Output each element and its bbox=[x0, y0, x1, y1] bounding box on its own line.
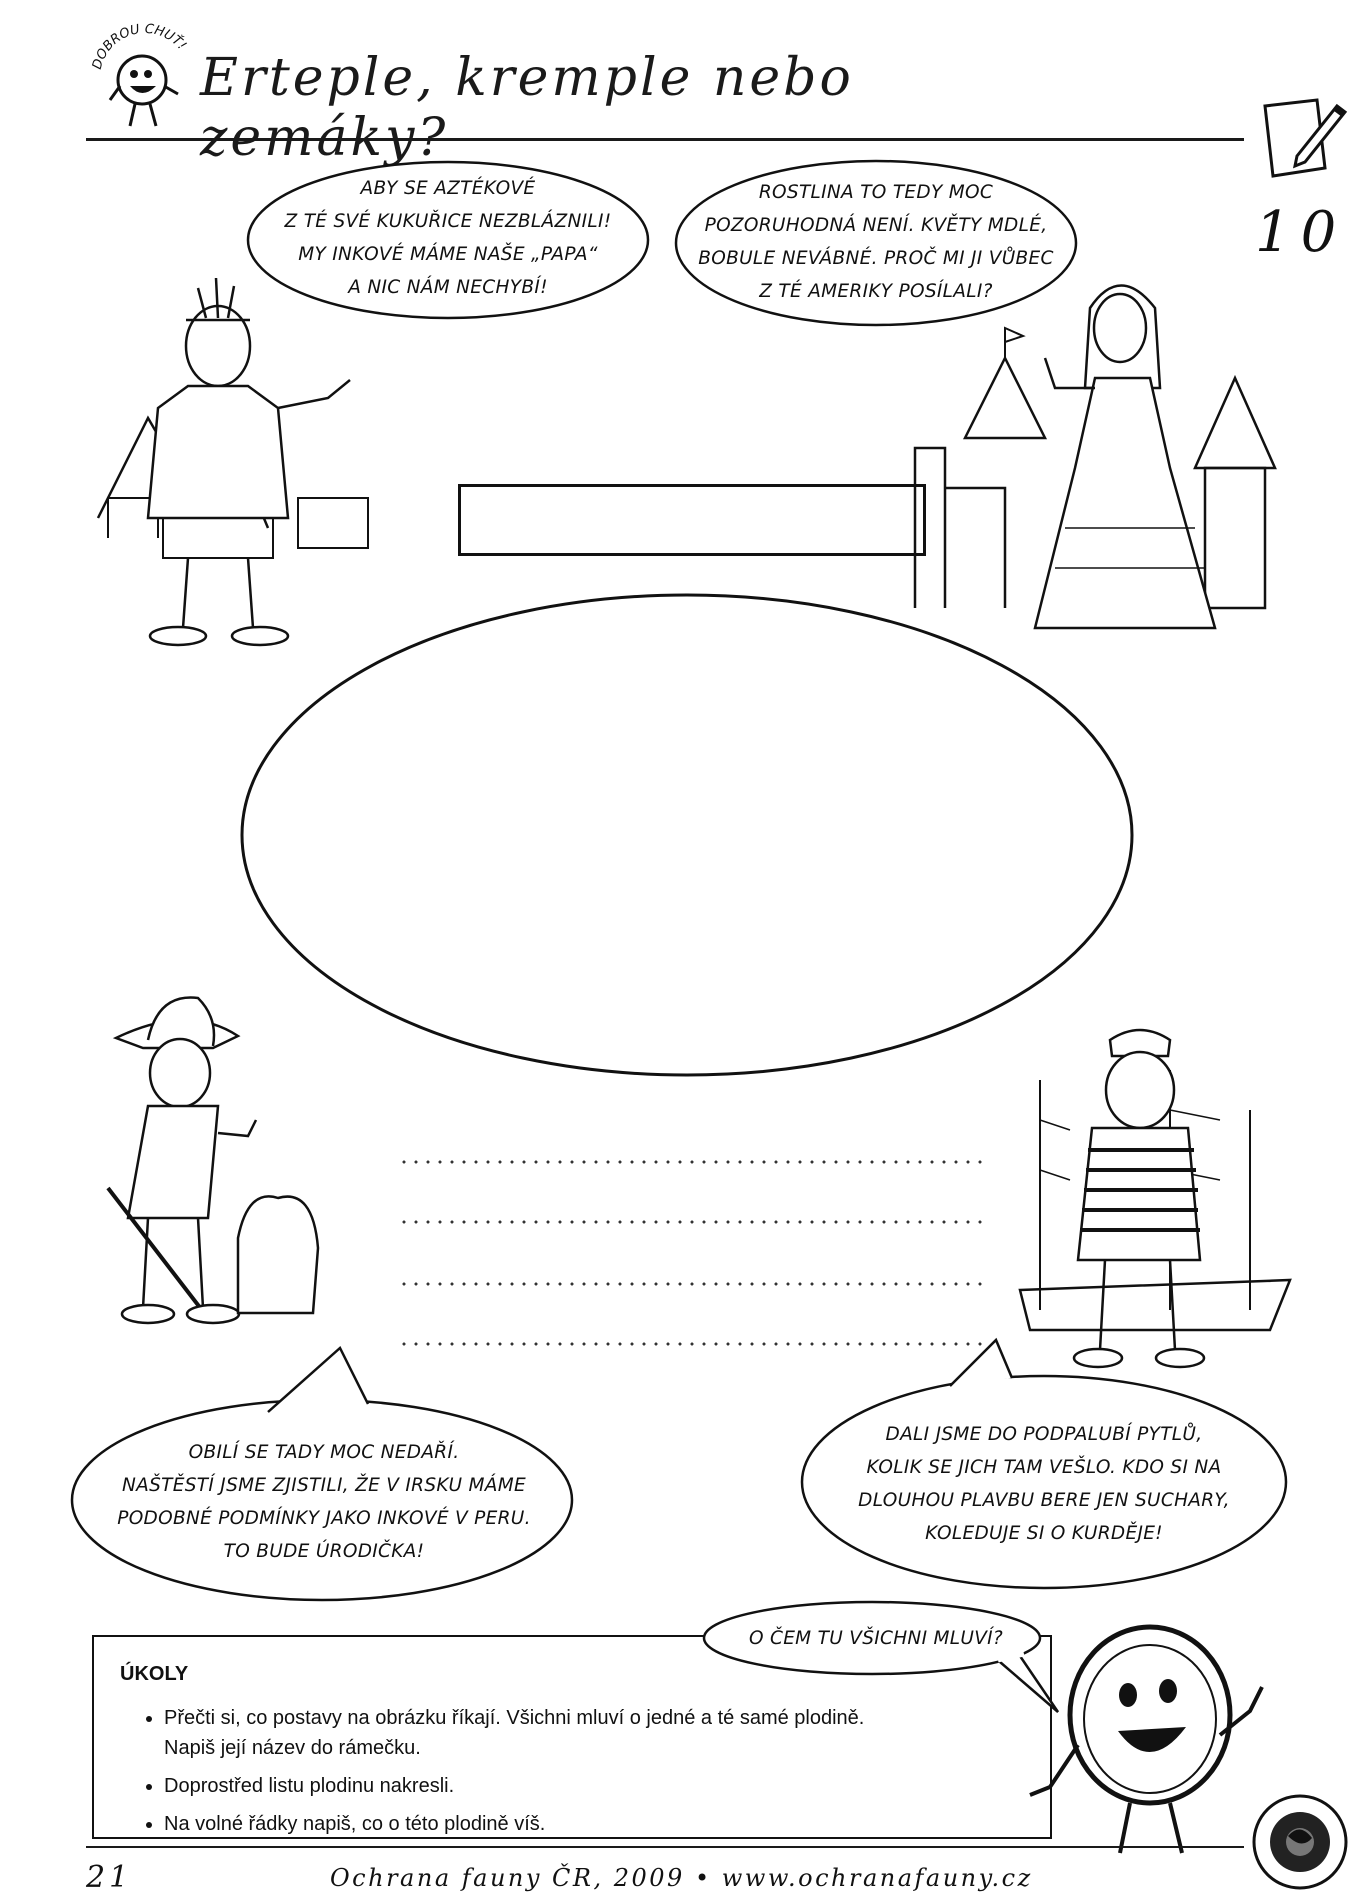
farmer-line-2: NAŠTĚSTÍ JSME ZJISTILI, ŽE V IRSKU MÁME bbox=[122, 1475, 526, 1496]
ochrana-fauny-stamp bbox=[1252, 1794, 1348, 1890]
task-1-line-2: Napiš její název do rámečku. bbox=[164, 1737, 421, 1759]
sailor-line-3: DLOUHOU PLAVBU BERE JEN SUCHARY, bbox=[858, 1490, 1230, 1511]
farmer-line-3: PODOBNÉ PODMÍNKY JAKO INKOVÉ V PERU. bbox=[117, 1508, 531, 1529]
task-3-line-1: Na volné řádky napiš, co o této plodině … bbox=[164, 1813, 546, 1835]
farmer-speech: OBILÍ SE TADY MOC NEDAŘÍ. NAŠTĚSTÍ JSME … bbox=[84, 1436, 564, 1568]
inca-line-2: Z TÉ SVÉ KUKUŘICE NEZBLÁZNILI! bbox=[284, 211, 612, 232]
inca-speech: ABY SE AZTÉKOVÉ Z TÉ SVÉ KUKUŘICE NEZBLÁ… bbox=[248, 172, 648, 304]
speech-bubble-sailor bbox=[800, 1337, 1288, 1590]
tasks-list: Přečti si, co postavy na obrázku říkají.… bbox=[134, 1703, 1024, 1847]
speech-bubble-inca bbox=[246, 160, 650, 320]
farmer-line-4: TO BUDE ÚRODIČKA! bbox=[223, 1541, 425, 1562]
task-2-line-1: Doprostřed listu plodinu nakresli. bbox=[164, 1775, 455, 1797]
worksheet-number: 10 bbox=[1255, 200, 1347, 265]
farmer-line-1: OBILÍ SE TADY MOC NEDAŘÍ. bbox=[188, 1442, 460, 1463]
task-item: Přečti si, co postavy na obrázku říkají.… bbox=[164, 1703, 1024, 1763]
footer-credit: Ochrana fauny ČR, 2009 • www.ochranafaun… bbox=[330, 1864, 1033, 1892]
speech-bubble-mascot bbox=[702, 1600, 1060, 1713]
potato-mascot-illustration bbox=[1029, 1624, 1264, 1854]
page-title: Erteple, kremple nebo zemáky? bbox=[200, 48, 854, 168]
queen-line-1: ROSTLINA TO TEDY MOC bbox=[758, 182, 994, 203]
writing-line-2[interactable] bbox=[398, 1220, 990, 1224]
inca-line-3: MY INKOVÉ MÁME NAŠE „PAPA“ bbox=[298, 244, 598, 265]
pencil-paper-icon bbox=[1263, 98, 1348, 178]
tasks-heading: ÚKOLY bbox=[120, 1663, 189, 1685]
queen-line-2: POZORUHODNÁ NENÍ. KVĚTY MDLÉ, bbox=[704, 215, 1048, 236]
sailor-line-1: DALI JSME DO PODPALUBÍ PYTLŮ, bbox=[885, 1424, 1203, 1445]
sailor-line-4: KOLEDUJE SI O KURDĚJE! bbox=[925, 1523, 1163, 1544]
speech-bubble-queen bbox=[674, 159, 1078, 327]
inca-illustration bbox=[96, 277, 369, 647]
sailor-ship-illustration bbox=[1018, 1028, 1292, 1369]
queen-line-3: BOBULE NEVÁBNÉ. PROČ MI JI VŮBEC bbox=[698, 248, 1054, 269]
inca-line-1: ABY SE AZTÉKOVÉ bbox=[360, 178, 536, 199]
writing-line-4[interactable] bbox=[398, 1342, 990, 1346]
crop-name-box[interactable] bbox=[458, 484, 926, 556]
sailor-line-2: KOLIK SE JICH TAM VEŠLO. KDO SI NA bbox=[866, 1457, 1222, 1478]
task-item: Na volné řádky napiš, co o této plodině … bbox=[164, 1809, 1024, 1839]
sailor-speech: DALI JSME DO PODPALUBÍ PYTLŮ, KOLIK SE J… bbox=[812, 1418, 1276, 1550]
farmer-illustration bbox=[106, 996, 320, 1325]
header-rule bbox=[86, 138, 1244, 141]
queen-line-4: Z TÉ AMERIKY POSÍLALI? bbox=[759, 281, 993, 302]
writing-line-1[interactable] bbox=[398, 1160, 990, 1164]
footer-rule bbox=[86, 1846, 1244, 1848]
queen-speech: ROSTLINA TO TEDY MOC POZORUHODNÁ NENÍ. K… bbox=[670, 176, 1082, 308]
task-1-line-1: Přečti si, co postavy na obrázku říkají.… bbox=[164, 1707, 865, 1729]
dobrou-chut-logo: DOBROU CHUŤ! bbox=[90, 22, 189, 127]
mascot-speech: O ČEM TU VŠICHNI MLUVÍ? bbox=[748, 1628, 1004, 1649]
inca-line-4: A NIC NÁM NECHYBÍ! bbox=[348, 277, 548, 298]
writing-line-3[interactable] bbox=[398, 1282, 990, 1286]
page-number: 21 bbox=[86, 1860, 133, 1895]
tasks-box: ÚKOLY Přečti si, co postavy na obrázku ř… bbox=[92, 1635, 1052, 1839]
drawing-area-oval[interactable] bbox=[238, 590, 1138, 1090]
speech-bubble-farmer bbox=[70, 1345, 574, 1602]
task-item: Doprostřed listu plodinu nakresli. bbox=[164, 1771, 1024, 1801]
queen-castle-illustration bbox=[913, 284, 1277, 630]
